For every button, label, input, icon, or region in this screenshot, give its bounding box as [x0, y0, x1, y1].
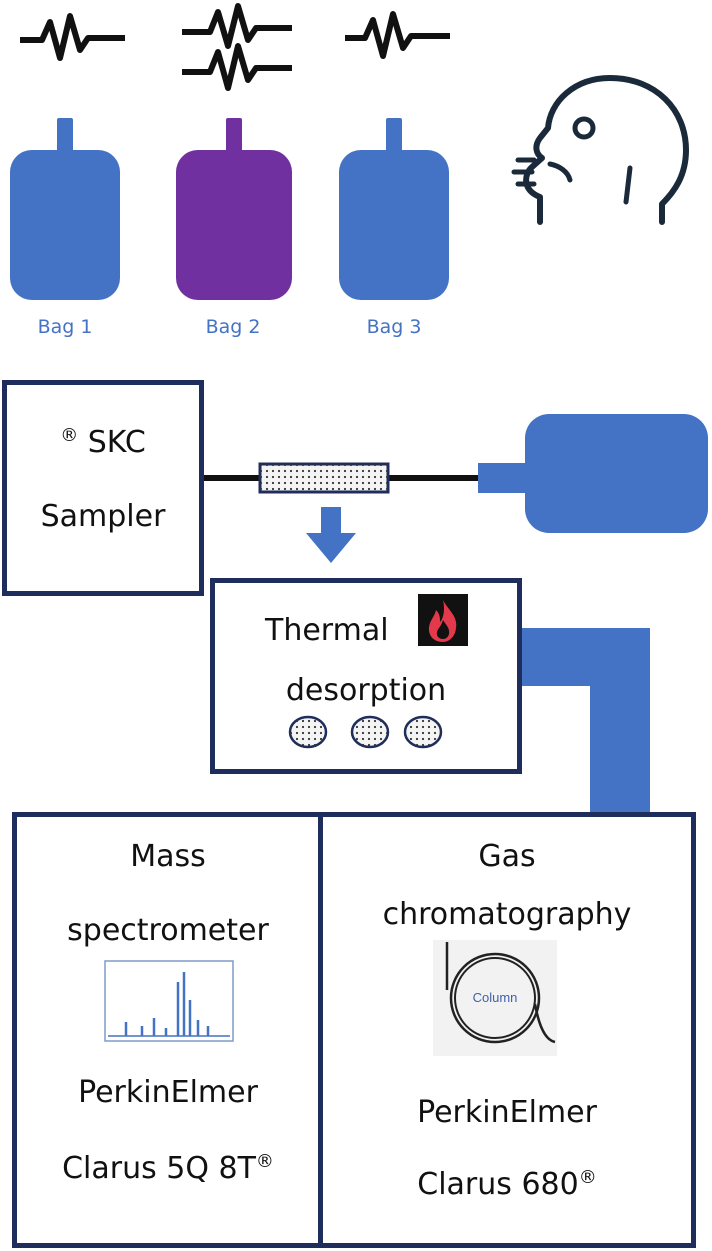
desorption-label: desorption [285, 673, 447, 708]
gc-label-2: chromatography [382, 897, 632, 932]
connected-bag [525, 414, 708, 533]
registered-mark: ® [60, 425, 79, 446]
breath-waveform-icon-3 [345, 11, 450, 59]
gc-brand: PerkinElmer [417, 1095, 597, 1130]
sorbent-discs [288, 715, 443, 749]
sorbent-tube [258, 462, 390, 494]
ms-model: Clarus 5Q 8T [62, 1151, 256, 1186]
ms-label-1: Mass [130, 839, 206, 874]
gc-column-label: Column [472, 990, 518, 1005]
sample-bag-3 [339, 118, 449, 308]
mass-spectrometer-box: Mass spectrometer PerkinElmer Clarus 5Q … [12, 812, 324, 1248]
bag-1-label: Bag 1 [37, 316, 93, 338]
ms-label-2: spectrometer [67, 913, 269, 948]
sample-bag-2 [176, 118, 292, 308]
transfer-line-vertical [590, 628, 650, 814]
mass-spectrum-icon [104, 960, 234, 1042]
skc-sampler-box: ® SKC Sampler [2, 380, 204, 596]
gc-model: Clarus 680 [417, 1167, 579, 1202]
breath-waveform-icon-2a [182, 3, 292, 49]
sample-bag-1 [10, 118, 120, 308]
bag-3-label: Bag 3 [366, 316, 422, 338]
human-head-exhaling-icon [511, 75, 689, 225]
gc-registered-mark: ® [578, 1167, 597, 1188]
gc-column-icon: Column [433, 940, 557, 1056]
breath-waveform-icon-1 [20, 13, 125, 61]
sampler-name: SKC [87, 425, 146, 460]
gc-label-1: Gas [478, 839, 536, 874]
flame-icon [418, 594, 468, 646]
sampler-label: Sampler [40, 499, 166, 534]
bag-2-label: Bag 2 [205, 316, 261, 338]
ms-registered-mark: ® [255, 1151, 274, 1172]
ms-brand: PerkinElmer [78, 1075, 258, 1110]
down-arrow [306, 507, 356, 563]
thermal-label: Thermal [265, 613, 389, 648]
breath-waveform-icon-2b [182, 43, 292, 91]
